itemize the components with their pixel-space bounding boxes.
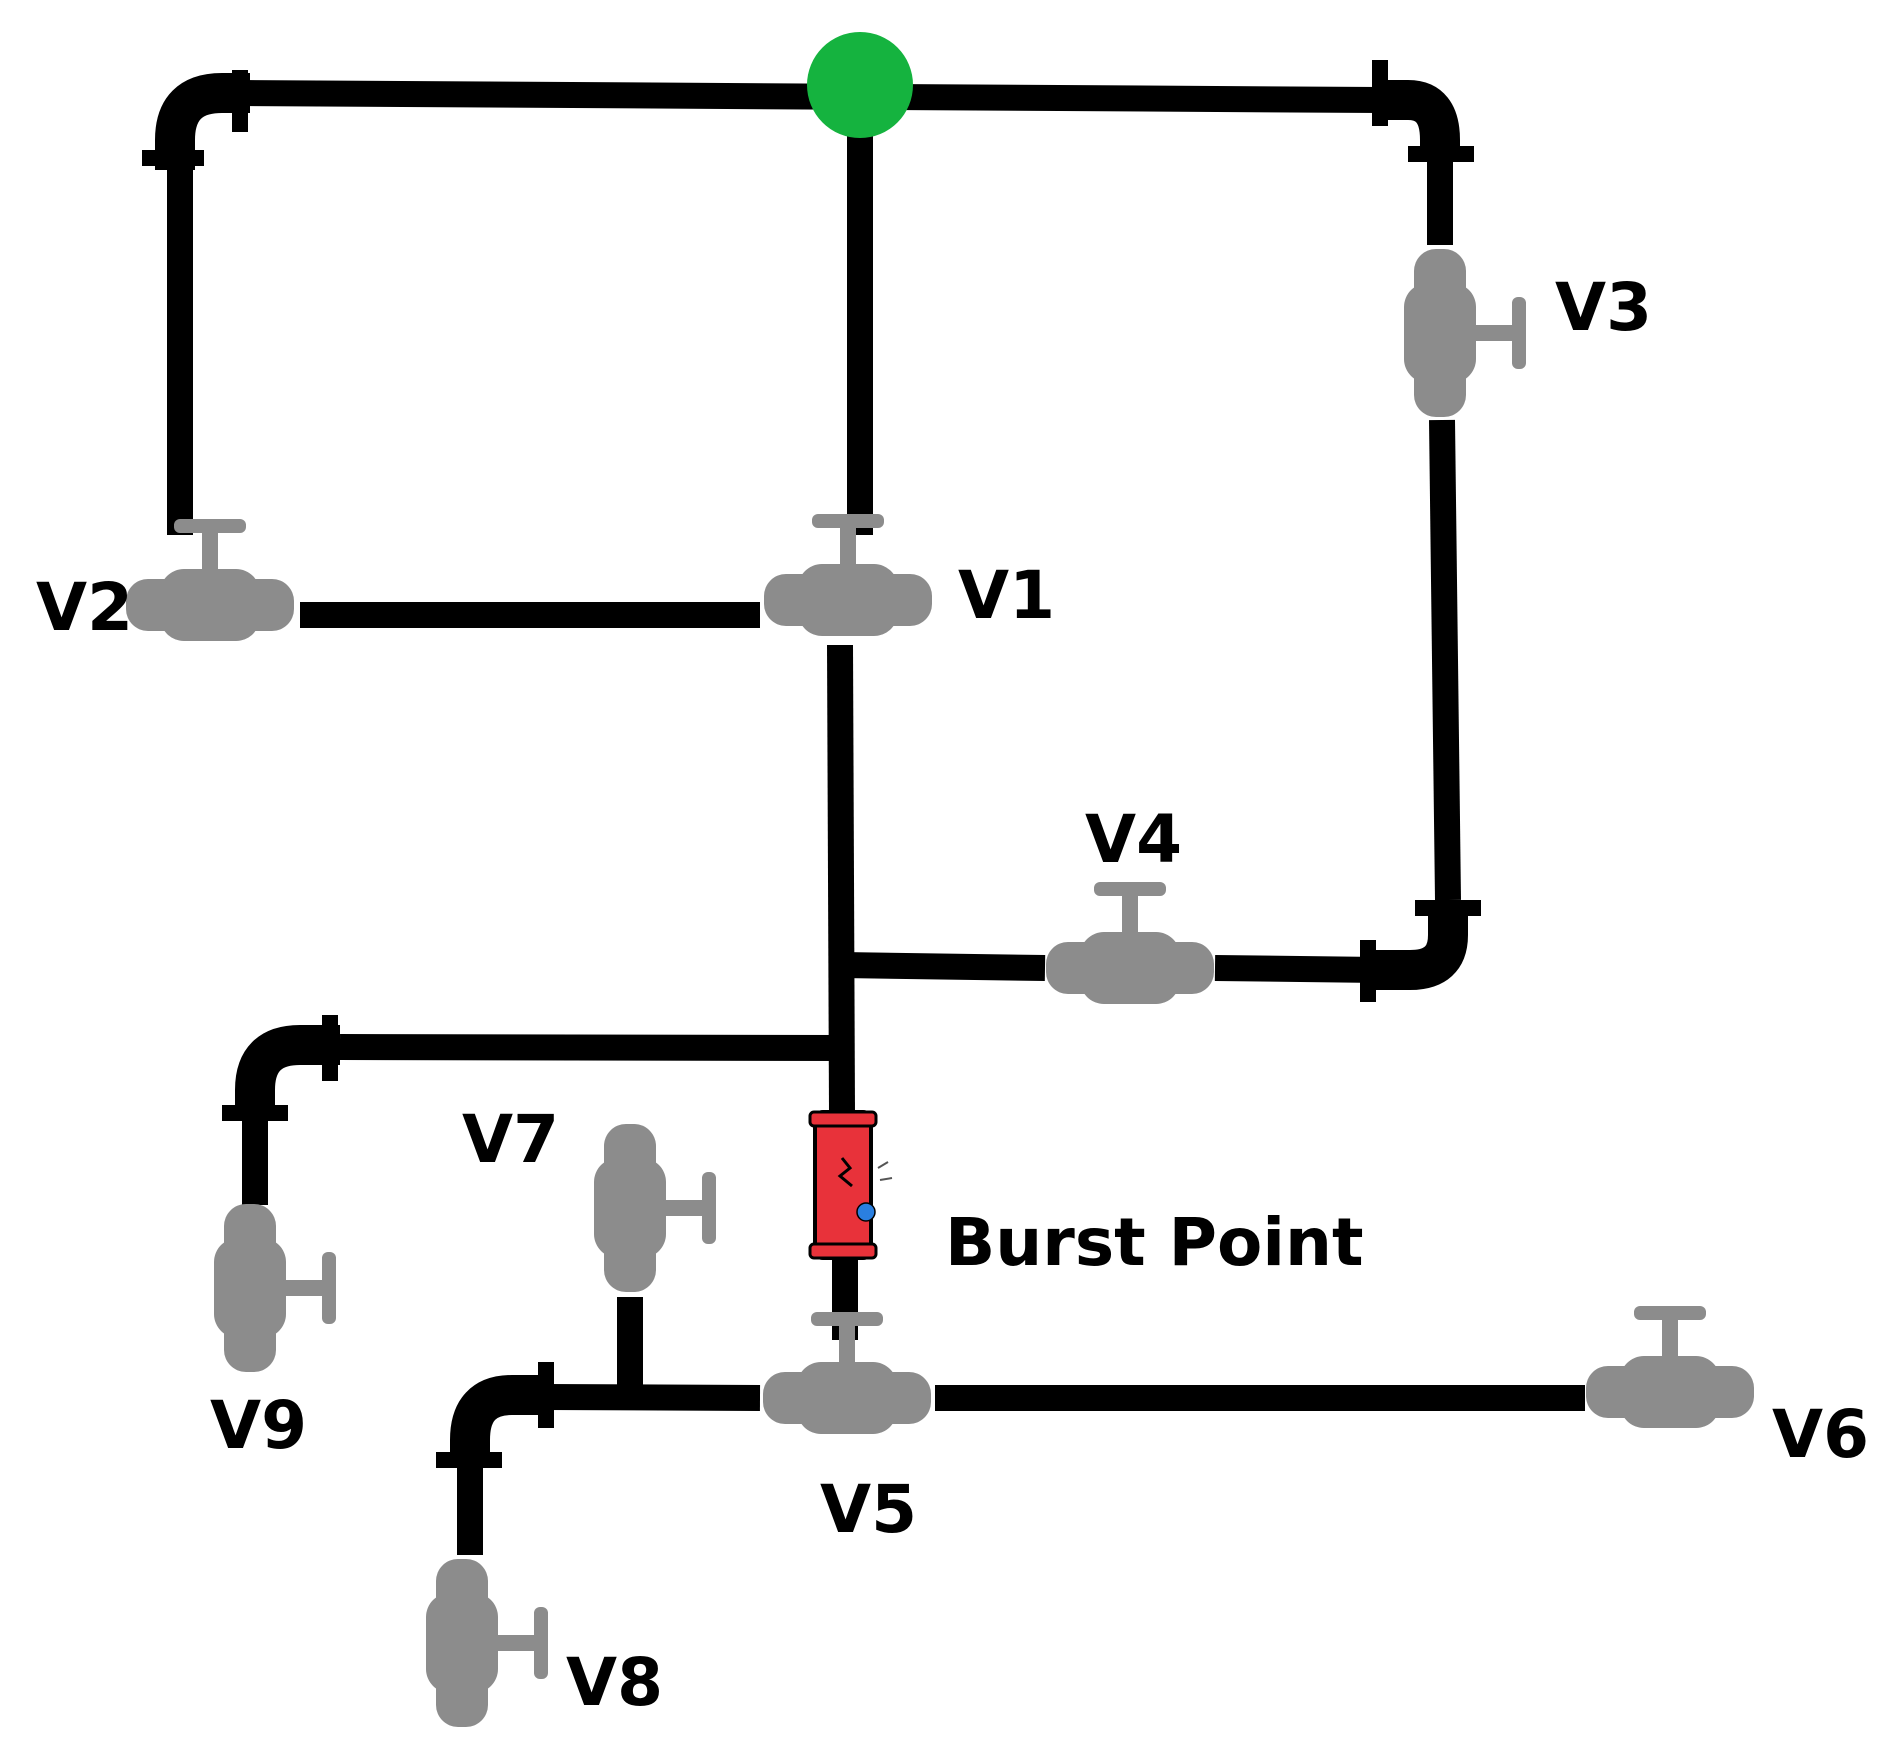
pipe-elbow-icon (1360, 900, 1481, 1002)
gate-valve-icon (764, 514, 932, 636)
valve-v2[interactable] (126, 519, 294, 641)
valve-v5[interactable] (763, 1312, 931, 1434)
pipe-elbow-icon (436, 1362, 554, 1468)
gate-valve-icon (1046, 882, 1214, 1004)
label-v4: V4 (1085, 801, 1182, 878)
valve-v6[interactable] (1586, 1306, 1754, 1428)
valve-v9[interactable] (214, 1204, 336, 1372)
label-v5: V5 (820, 1471, 917, 1548)
label-v9: V9 (210, 1387, 307, 1464)
gate-valve-icon (763, 1312, 931, 1434)
label-v7: V7 (462, 1101, 559, 1178)
label-v1: V1 (958, 557, 1055, 634)
elbows (142, 60, 1481, 1468)
valve-v7[interactable] (594, 1124, 716, 1292)
gate-valve-icon (594, 1124, 716, 1292)
valve-v8[interactable] (426, 1559, 548, 1727)
pipe-right-riser-lower (1429, 419, 1461, 901)
pipe-trunk-to-v4 (841, 952, 1046, 981)
gate-valve-icon (214, 1204, 336, 1372)
valve-v4[interactable] (1046, 882, 1214, 1004)
gate-valve-icon (126, 519, 294, 641)
gate-valve-icon (426, 1559, 548, 1727)
label-v2: V2 (36, 569, 133, 646)
burst-point[interactable] (808, 1110, 893, 1260)
pipe-elbow-to-v5 (544, 1384, 761, 1411)
pipe-v4-to-elbow (1214, 955, 1381, 983)
pipe-elbow-icon (222, 1015, 340, 1121)
source-node-icon[interactable] (807, 32, 913, 138)
pipes (167, 80, 1585, 1555)
label-v3: V3 (1555, 269, 1652, 346)
gate-valve-icon (1586, 1306, 1754, 1428)
label-burst-point: Burst Point (945, 1204, 1364, 1281)
burst-pipe-icon (808, 1110, 893, 1260)
gate-valve-icon (1404, 249, 1526, 417)
pipe-trunk (827, 644, 855, 1113)
labels: V1 V2 V3 V4 V5 V6 V7 V8 V9 Burst Point (36, 269, 1869, 1721)
valve-v1[interactable] (764, 514, 932, 636)
pipe-elbow-icon (1372, 60, 1474, 162)
valve-v3[interactable] (1404, 249, 1526, 417)
label-v8: V8 (566, 1644, 663, 1721)
pipe-elbow-icon (142, 70, 250, 170)
pipe-trunk-to-left-elbow (339, 1034, 843, 1061)
label-v6: V6 (1772, 1396, 1869, 1473)
